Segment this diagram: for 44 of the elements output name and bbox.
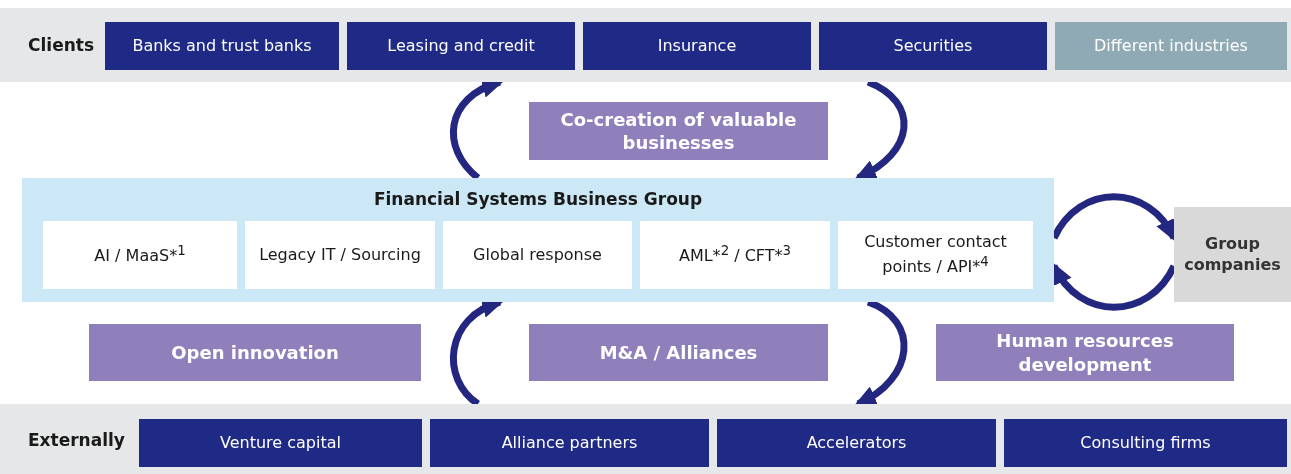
box-label: Securities <box>893 35 973 57</box>
theme-box <box>89 324 421 381</box>
partner-box <box>1174 207 1291 302</box>
box-label: M&A / Alliances <box>599 340 758 365</box>
business-group-panel <box>22 178 1054 302</box>
service-box <box>838 221 1033 289</box>
category-box <box>139 419 422 467</box>
box-label: Co-creation of valuable businesses <box>559 107 798 155</box>
box-label: AML*$^{2}$ / CFT*$^{3}$ <box>678 242 792 268</box>
category-box <box>717 419 996 467</box>
group-title: Financial Systems Business Group <box>372 188 704 211</box>
category-box <box>347 22 575 70</box>
category-box <box>819 22 1047 70</box>
box-label: Venture capital <box>220 432 341 454</box>
service-box <box>640 221 830 289</box>
box-label: Open innovation <box>171 340 339 365</box>
box-label: Leasing and credit <box>387 35 535 57</box>
theme-box <box>529 102 828 160</box>
group-band <box>0 8 1291 82</box>
box-label: Customer contact points / API*$^{4}$ <box>863 232 1008 278</box>
service-box <box>43 221 237 289</box>
category-box <box>1055 22 1287 70</box>
box-label: Different industries <box>1094 35 1248 57</box>
box-label: Insurance <box>657 35 737 57</box>
group-title: Clients <box>28 34 94 57</box>
category-box <box>105 22 339 70</box>
group-band <box>0 404 1291 474</box>
box-label: Legacy IT / Sourcing <box>259 244 421 266</box>
box-label: Global response <box>473 244 602 266</box>
service-box <box>443 221 632 289</box>
box-label: AI / MaaS*$^{1}$ <box>94 242 186 268</box>
category-box <box>430 419 709 467</box>
category-box <box>1004 419 1287 467</box>
box-label: Human resources development <box>995 329 1175 376</box>
service-box <box>245 221 435 289</box>
theme-box <box>529 324 828 381</box>
group-title: Externally <box>28 429 125 452</box>
box-label: Consulting firms <box>1080 432 1211 454</box>
box-label: Alliance partners <box>501 432 638 454</box>
box-label: Banks and trust banks <box>132 35 312 57</box>
box-label: Group companies <box>1183 233 1282 276</box>
theme-box <box>936 324 1234 381</box>
box-label: Accelerators <box>806 432 907 454</box>
category-box <box>583 22 811 70</box>
